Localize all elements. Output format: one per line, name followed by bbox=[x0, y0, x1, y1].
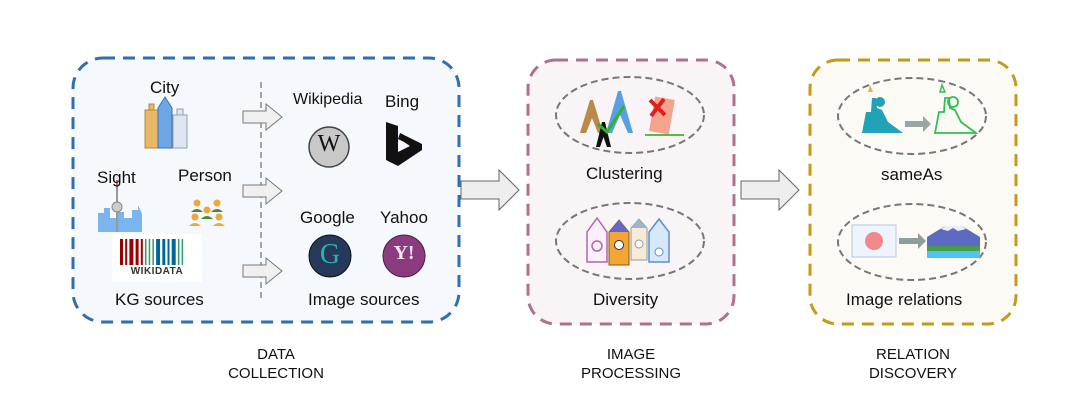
step-label-sameas: sameAs bbox=[881, 165, 943, 184]
stage-caption-data-collection: DATA COLLECTION bbox=[216, 345, 336, 383]
image-processing-box bbox=[526, 58, 736, 326]
eiffel-towers-check-pisa-cross-icon bbox=[580, 91, 684, 147]
step-label-clustering: Clustering bbox=[586, 164, 663, 183]
image-relations-ellipse bbox=[837, 203, 987, 281]
wikipedia-logo bbox=[308, 126, 350, 168]
google-logo bbox=[308, 234, 352, 278]
sameas-ellipse bbox=[837, 77, 987, 155]
relation-discovery-box bbox=[808, 58, 1018, 326]
wikidata-logo bbox=[112, 234, 202, 282]
wikidata-logo-text: WIKIDATA bbox=[130, 266, 184, 277]
japan-flag-to-mount-fuji-icon bbox=[851, 224, 980, 258]
caption-line-1: IMAGE bbox=[606, 346, 656, 363]
people-group-icon bbox=[189, 199, 225, 226]
wikidata-bar bbox=[120, 239, 123, 265]
google-glyph: G bbox=[319, 239, 341, 270]
image-source-label-bing: Bing bbox=[385, 92, 420, 111]
wikidata-bar bbox=[145, 239, 147, 265]
step-label-image-relations: Image relations bbox=[846, 290, 963, 309]
tv-tower-skyline-icon bbox=[98, 180, 142, 232]
stage-arrow-2 bbox=[740, 168, 800, 212]
wikidata-bar bbox=[171, 239, 176, 265]
stage-arrow-1 bbox=[460, 168, 520, 212]
caption-line-2: DISCOVERY bbox=[868, 365, 958, 382]
image-source-label-yahoo: Yahoo bbox=[380, 208, 428, 227]
yahoo-glyph: Y! bbox=[393, 242, 415, 264]
wikidata-bar bbox=[129, 239, 134, 265]
wikidata-bar bbox=[140, 239, 143, 265]
image-source-label-wikipedia: Wikipedia bbox=[293, 91, 363, 108]
wikidata-bar bbox=[148, 239, 151, 265]
image-source-label-google: Google bbox=[300, 208, 355, 227]
yahoo-logo bbox=[382, 234, 426, 278]
wikidata-bar bbox=[177, 239, 180, 265]
clustering-ellipse bbox=[555, 76, 705, 154]
stage-caption-relation-discovery: RELATION DISCOVERY bbox=[853, 345, 973, 383]
kg-to-image-arrow-3 bbox=[242, 256, 283, 286]
caption-line-1: DATA bbox=[257, 346, 295, 363]
caption-line-1: RELATION bbox=[876, 346, 950, 363]
kg-sources-label: KG sources bbox=[115, 290, 204, 309]
caption-line-2: COLLECTION bbox=[228, 365, 324, 382]
kg-item-label-sight: Sight bbox=[97, 168, 136, 187]
bing-logo bbox=[386, 122, 422, 166]
wikipedia-glyph: W bbox=[317, 131, 341, 157]
wikidata-bar bbox=[152, 239, 154, 265]
kg-to-image-arrow-1 bbox=[242, 102, 283, 132]
wikidata-bar bbox=[156, 239, 161, 265]
stage-caption-image-processing: IMAGE PROCESSING bbox=[571, 345, 691, 383]
kg-item-label-city: City bbox=[150, 78, 180, 97]
wikidata-bar bbox=[167, 239, 170, 265]
image-sources-label: Image sources bbox=[308, 290, 420, 309]
kg-to-image-arrow-2 bbox=[242, 176, 283, 206]
wikidata-bar bbox=[125, 239, 128, 265]
wikidata-bar bbox=[162, 239, 166, 265]
statue-of-liberty-to-outline-icon bbox=[862, 82, 979, 134]
clock-towers-icon bbox=[586, 216, 670, 266]
wikidata-bar bbox=[135, 239, 139, 265]
diversity-ellipse bbox=[555, 202, 705, 280]
kg-item-label-person: Person bbox=[178, 166, 232, 185]
caption-line-2: PROCESSING bbox=[580, 365, 682, 382]
wikidata-bar bbox=[181, 239, 184, 265]
city-skyline-icon bbox=[144, 96, 188, 149]
step-label-diversity: Diversity bbox=[593, 290, 659, 309]
